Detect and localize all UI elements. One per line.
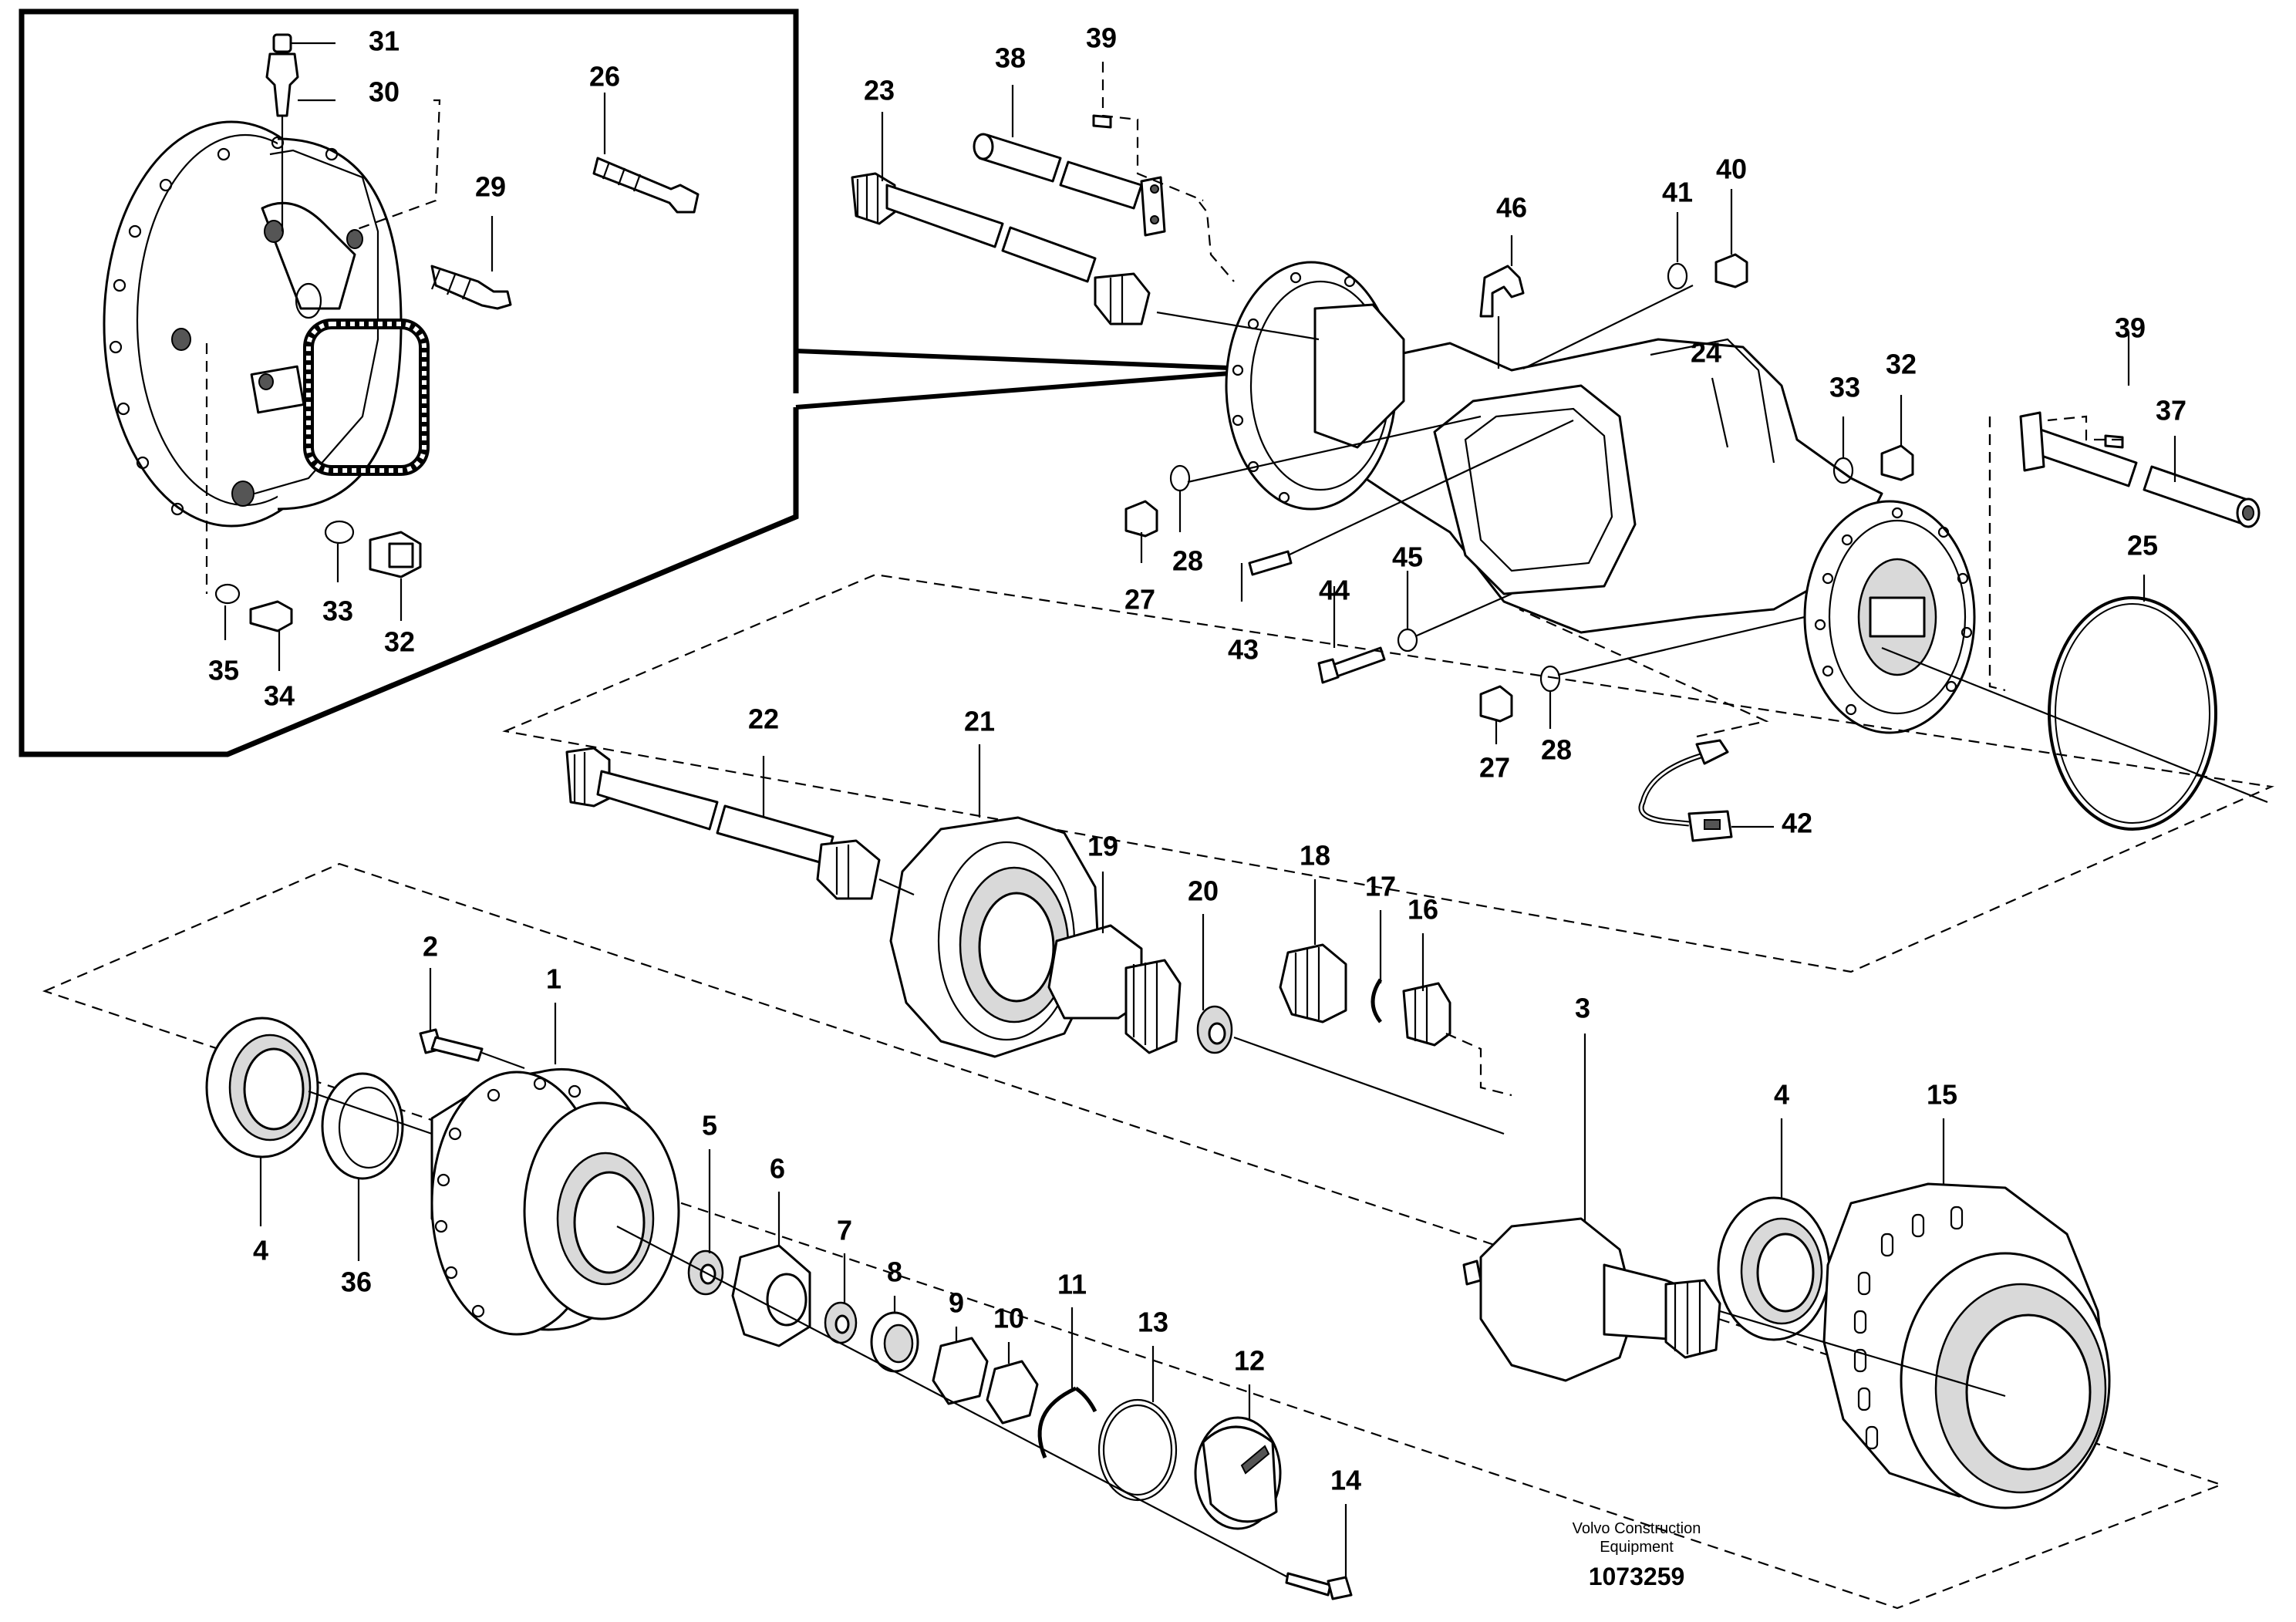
callout-2: 2 [423,931,438,963]
callout-labels: 1 2 3 4 4 5 6 7 8 9 10 11 12 13 14 15 16… [208,22,2186,1496]
callout-9: 9 [949,1287,964,1319]
callout-34: 34 [264,680,295,712]
callout-28-upper: 28 [1172,545,1203,577]
callout-39-upper: 39 [1086,22,1117,54]
reference-number: 1073259 [1589,1563,1685,1590]
callout-12: 12 [1234,1345,1265,1377]
callout-33-inset: 33 [322,595,353,627]
callout-13: 13 [1138,1307,1168,1338]
callout-20: 20 [1188,875,1219,907]
lower-parts-group [205,968,2111,1600]
callout-29: 29 [475,171,506,203]
callout-15: 15 [1927,1079,1957,1111]
callout-11: 11 [1057,1269,1087,1300]
callout-26: 26 [589,61,620,93]
callout-27-lower: 27 [1479,752,1510,784]
callout-16: 16 [1408,894,1438,926]
callout-4-right: 4 [1774,1079,1789,1111]
callout-43: 43 [1228,634,1259,666]
callout-19: 19 [1087,831,1118,862]
callout-33-upper: 33 [1829,372,1860,403]
callout-18: 18 [1300,840,1330,872]
hub-bolt-holes [434,1077,582,1318]
callout-4-left: 4 [253,1235,268,1266]
callout-6: 6 [770,1153,785,1185]
callout-28-lower: 28 [1541,734,1572,766]
flange-bolt-holes [109,136,339,516]
wheel-rim-slots [1853,1206,1964,1450]
callout-10: 10 [993,1303,1024,1334]
middle-parts-group [565,744,1512,1135]
callout-32-inset: 32 [384,626,415,658]
manufacturer-caption: Volvo Construction Equipment 1073259 [1573,1520,1701,1590]
callout-7: 7 [837,1215,852,1246]
callout-14: 14 [1330,1465,1361,1496]
callout-40: 40 [1716,153,1747,185]
callout-39-right: 39 [2115,312,2146,344]
callout-22: 22 [748,703,779,735]
callout-31: 31 [369,25,400,57]
middle-dashed-frame [502,573,2274,973]
callout-17: 17 [1365,871,1396,902]
callout-25: 25 [2127,530,2158,561]
callout-36: 36 [341,1266,372,1298]
callout-46: 46 [1496,192,1527,224]
callout-38: 38 [995,42,1026,74]
callout-8: 8 [887,1256,902,1288]
caption-line-1: Volvo Construction [1573,1520,1701,1537]
caption-line-2: Equipment [1600,1539,1674,1556]
axle-housing-group [851,62,2268,842]
inset-detail-frame [19,8,1250,757]
callout-32-upper: 32 [1886,349,1917,380]
callout-41: 41 [1662,177,1693,208]
callout-23: 23 [864,75,895,106]
callout-42: 42 [1782,808,1812,839]
callout-5: 5 [702,1110,717,1141]
callout-44: 44 [1319,575,1350,606]
callout-35: 35 [208,655,239,686]
callout-37: 37 [2156,395,2186,427]
callout-27-upper: 27 [1124,584,1155,615]
callout-21: 21 [964,706,995,737]
callout-1: 1 [546,963,561,995]
callout-3: 3 [1575,993,1590,1024]
callout-30: 30 [369,76,400,108]
right-flange-holes [1814,507,1973,716]
callout-45: 45 [1392,541,1423,573]
callout-24: 24 [1691,337,1721,369]
lower-dashed-frame [42,862,2224,1610]
inset-hub-cover [103,33,700,671]
